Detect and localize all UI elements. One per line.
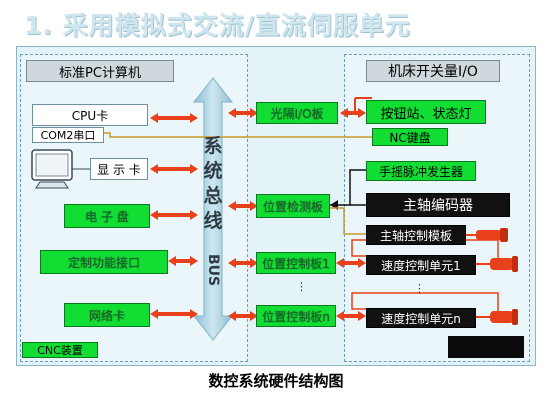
ctrln-speed-arrow bbox=[336, 311, 366, 321]
speed-control-unit-n: 速度控制单元n bbox=[366, 308, 476, 328]
cpu-bus-arrow bbox=[150, 113, 198, 123]
ctrl1-speed-arrow bbox=[336, 258, 366, 268]
position-detect-board: 位置检测板 bbox=[256, 194, 330, 218]
machine-io-header: 机床开关量I/O bbox=[366, 60, 500, 82]
middle-ellipsis: ⋮ bbox=[296, 280, 307, 293]
io-bus-arrow bbox=[228, 108, 258, 118]
position-control-board-1: 位置控制板1 bbox=[256, 252, 336, 274]
servo-motor-1 bbox=[476, 256, 518, 272]
cnc-device-label: CNC装置 bbox=[22, 342, 98, 358]
pos-bus-arrow bbox=[228, 201, 258, 211]
spindle-motor bbox=[466, 228, 508, 242]
button-station: 按钮站、状态灯 bbox=[366, 100, 486, 124]
figure-caption: 数控系统硬件结构图 bbox=[208, 372, 344, 390]
cpu-card: CPU卡 bbox=[32, 104, 148, 126]
io-buttons-arrow bbox=[340, 108, 366, 118]
display-bus-arrow bbox=[150, 164, 198, 174]
system-bus-arrow bbox=[192, 77, 234, 341]
monitor-icon bbox=[31, 149, 90, 189]
nc-keyboard: NC键盘 bbox=[372, 128, 448, 146]
bus-char: 线 bbox=[203, 210, 223, 232]
speedn-feedback bbox=[351, 292, 499, 316]
net-bus-arrow bbox=[150, 309, 198, 319]
spindle-link bbox=[330, 207, 366, 235]
spindle-encoder: 主轴编码器 bbox=[366, 193, 510, 217]
left-bus-arrows bbox=[150, 113, 198, 319]
bus-char: 统 bbox=[203, 160, 223, 182]
black-block bbox=[448, 336, 524, 358]
custom-function-interface: 定制功能接口 bbox=[40, 250, 168, 274]
speed1-feedback bbox=[351, 239, 499, 262]
servo-motor-n bbox=[476, 309, 518, 325]
disk-bus-arrow bbox=[150, 210, 198, 220]
bus-char: 总 bbox=[203, 185, 223, 207]
func-bus-arrow bbox=[168, 256, 198, 266]
bus-en-label: BUS bbox=[205, 253, 221, 287]
com-nc-link bbox=[104, 132, 372, 138]
handwheel-link bbox=[330, 169, 366, 206]
position-control-board-n: 位置控制板n bbox=[256, 305, 336, 327]
right-ellipsis: ⋮ bbox=[414, 282, 425, 295]
display-card: 显 示 卡 bbox=[90, 158, 148, 180]
electronic-disk: 电 子 盘 bbox=[64, 204, 150, 228]
network-card: 网络卡 bbox=[64, 303, 150, 327]
middle-bus-arrows bbox=[228, 108, 258, 321]
handwheel-generator: 手摇脉冲发生器 bbox=[366, 161, 476, 181]
slide-title: 1. 采用模拟式交流/直流伺服单元 bbox=[24, 11, 411, 40]
system-bus-label: 系 统 总 线 bbox=[200, 134, 226, 234]
ctrln-bus-arrow bbox=[228, 311, 258, 321]
pc-header: 标准PC计算机 bbox=[26, 60, 174, 82]
io-board: 光隔I/O板 bbox=[256, 102, 338, 124]
spindle-control-module: 主轴控制模板 bbox=[366, 225, 466, 245]
bus-char: 系 bbox=[203, 135, 223, 157]
com2-port: COM2串口 bbox=[32, 127, 104, 143]
ctrl1-bus-arrow bbox=[228, 258, 258, 268]
speed-control-unit-1: 速度控制单元1 bbox=[366, 255, 476, 275]
